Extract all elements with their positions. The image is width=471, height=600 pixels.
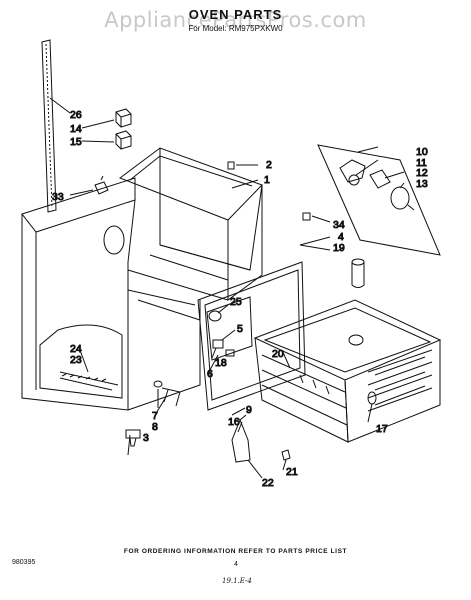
mounting-bracket-part (231, 414, 251, 463)
callout-21: 21 (286, 466, 298, 478)
callout-26: 26 (70, 109, 82, 121)
foot-part (125, 429, 141, 447)
callout-24: 24 (70, 343, 82, 355)
callout-9: 9 (246, 404, 252, 416)
callout-2: 2 (266, 159, 272, 171)
callout-labels: 2 1 26 14 15 33 10 11 12 13 34 4 19 25 5… (52, 109, 429, 490)
callout-25: 25 (230, 296, 242, 308)
callout-34: 34 (333, 219, 345, 231)
callout-4: 4 (338, 231, 344, 243)
screw-part (302, 212, 311, 221)
cylinder-part (351, 258, 365, 288)
callout-16: 16 (228, 416, 240, 428)
switch-cube-part (115, 130, 132, 150)
callout-17: 17 (376, 423, 388, 435)
trim-strip-part (41, 39, 57, 213)
callout-7: 7 (152, 410, 158, 422)
clip-part (94, 175, 109, 195)
light-assembly-inset (317, 144, 441, 256)
page-number: 4 (234, 561, 238, 568)
screw-part (281, 449, 291, 461)
callout-3: 3 (143, 432, 149, 444)
document-number: 980395 (12, 559, 36, 566)
callout-14: 14 (70, 123, 82, 135)
callout-12: 12 (416, 167, 428, 179)
callout-8: 8 (152, 421, 158, 433)
leader-lines (49, 97, 405, 479)
page-title: OVEN PARTS (188, 7, 283, 22)
model-subtitle: For Model: RM975PXKW0 (188, 24, 283, 33)
switch-cube-part (115, 108, 132, 128)
callout-1: 1 (264, 174, 270, 186)
callout-5: 5 (237, 323, 243, 335)
callout-22: 22 (262, 477, 274, 489)
callout-11: 11 (416, 157, 427, 169)
callout-10: 10 (416, 146, 428, 158)
callout-19: 19 (333, 242, 345, 254)
callout-33: 33 (52, 191, 64, 203)
watermark: AppliancePartsPros.com (104, 8, 367, 32)
callout-23: 23 (70, 354, 82, 366)
grommet-part (153, 380, 163, 388)
oven-cabinet (21, 147, 263, 411)
callout-6: 6 (207, 368, 213, 380)
date-mark: 19.1.E-4 (222, 577, 252, 585)
oven-liner (253, 299, 442, 443)
callout-13: 13 (416, 178, 428, 190)
callout-18: 18 (215, 357, 227, 369)
callout-15: 15 (70, 136, 82, 148)
screw-part (227, 161, 235, 170)
ordering-note: FOR ORDERING INFORMATION REFER TO PARTS … (123, 548, 348, 555)
callout-20: 20 (272, 348, 284, 360)
front-frame (197, 261, 306, 411)
